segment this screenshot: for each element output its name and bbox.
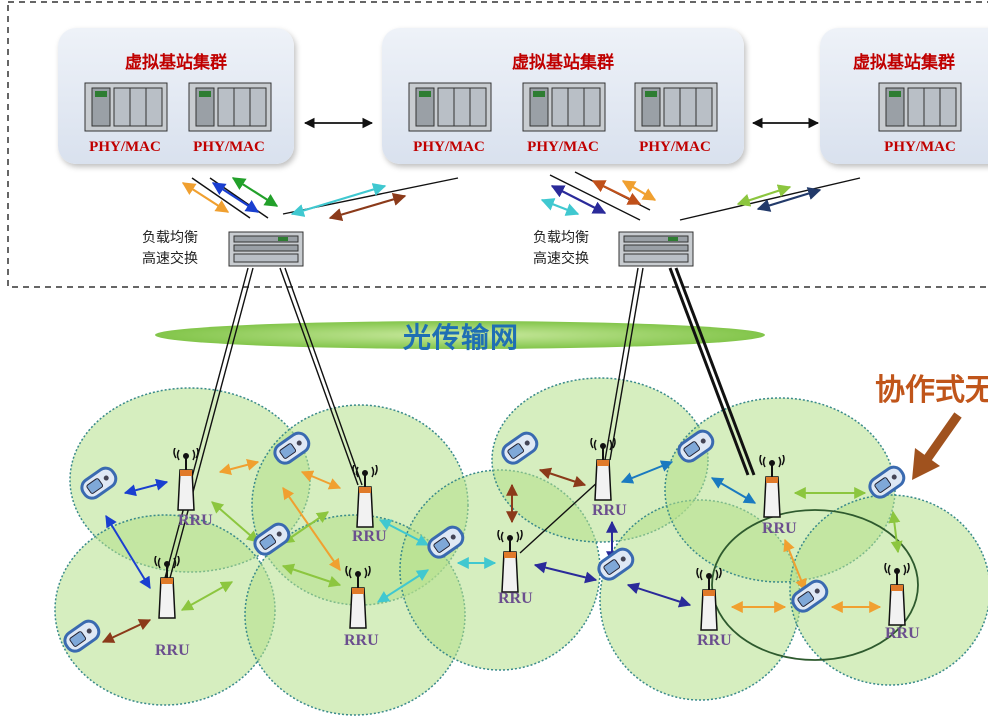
phy-mac-label: PHY/MAC <box>639 139 711 155</box>
server-rack-icon <box>408 82 492 132</box>
lb-line1: 负载均衡 <box>142 230 198 246</box>
load-balancer-label-2: 负载均衡 高速交换 <box>533 228 589 270</box>
server-rack-icon <box>878 82 962 132</box>
server-rack-icon <box>634 82 718 132</box>
phy-mac-label: PHY/MAC <box>527 139 599 155</box>
cooperative-label: 协作式无 <box>875 373 988 408</box>
virtual-bs-cluster-1: 虚拟基站集群 PHY/MAC PHY/MAC <box>58 28 294 164</box>
phy-mac-label: PHY/MAC <box>413 139 485 155</box>
lb-line2: 高速交换 <box>533 251 589 267</box>
rru-label: RRU <box>592 502 627 519</box>
cloud-boundary <box>7 1 988 288</box>
rru-label: RRU <box>155 642 190 659</box>
load-balancer-label-1: 负载均衡 高速交换 <box>142 228 198 270</box>
phy-mac-label: PHY/MAC <box>884 139 956 155</box>
rru-label: RRU <box>352 528 387 545</box>
virtual-bs-cluster-2: 虚拟基站集群 PHY/MAC PHY/MAC PHY/MAC <box>382 28 744 164</box>
cluster-title: 虚拟基站集群 <box>125 53 227 73</box>
data-arrows-upper <box>181 177 822 221</box>
cluster-title: 虚拟基站集群 <box>853 53 955 73</box>
server-rack-icon <box>84 82 168 132</box>
server-rack-icon <box>188 82 272 132</box>
optical-network-band <box>155 321 765 349</box>
cooperative-cell-outline <box>711 509 919 661</box>
optical-network-label: 光传输网 <box>403 321 520 354</box>
fiber-links <box>164 267 756 579</box>
virtual-bs-cluster-3: 虚拟基站集群 PHY/MAC <box>820 28 988 164</box>
rru-label: RRU <box>885 625 920 642</box>
rru-label: RRU <box>697 632 732 649</box>
phy-mac-label: PHY/MAC <box>89 139 161 155</box>
rru-label: RRU <box>344 632 379 649</box>
cooperative-pointer-arrow <box>912 412 962 480</box>
rru-label: RRU <box>178 512 213 529</box>
rru-label: RRU <box>498 590 533 607</box>
phy-mac-label: PHY/MAC <box>193 139 265 155</box>
data-arrows-cells <box>101 458 903 643</box>
lb-line1: 负载均衡 <box>533 230 589 246</box>
cluster-title: 虚拟基站集群 <box>512 53 614 73</box>
lb-line2: 高速交换 <box>142 251 198 267</box>
server-rack-icon <box>522 82 606 132</box>
rru-label: RRU <box>762 520 797 537</box>
